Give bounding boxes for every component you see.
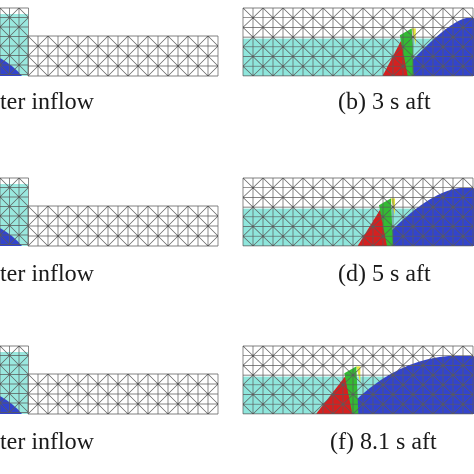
initial-state-panel bbox=[0, 345, 219, 415]
caption-panel-c: ter inflow bbox=[0, 261, 94, 287]
right-panel-column bbox=[242, 7, 474, 415]
flow-state-panel bbox=[242, 345, 474, 415]
panel-mesh bbox=[242, 177, 474, 247]
left-panel-column bbox=[0, 7, 219, 415]
tank-mesh bbox=[0, 177, 29, 245]
caption-panel-b: (b) 3 s aft bbox=[338, 89, 431, 115]
caption-panel-f: (f) 8.1 s aft bbox=[330, 429, 437, 455]
caption-panel-d: (d) 5 s aft bbox=[338, 261, 431, 287]
tank-mesh bbox=[0, 345, 29, 413]
panel-mesh bbox=[242, 345, 474, 415]
initial-state-panel bbox=[0, 177, 219, 247]
panel-mesh bbox=[242, 7, 474, 77]
tank-mesh bbox=[0, 7, 29, 75]
channel-mesh bbox=[27, 35, 219, 77]
flow-state-panel bbox=[242, 177, 474, 247]
caption-panel-a: ter inflow bbox=[0, 89, 94, 115]
flow-state-panel bbox=[242, 7, 474, 77]
channel-mesh bbox=[27, 205, 219, 247]
initial-state-panel bbox=[0, 7, 219, 77]
caption-panel-e: ter inflow bbox=[0, 429, 94, 455]
channel-mesh bbox=[27, 373, 219, 415]
